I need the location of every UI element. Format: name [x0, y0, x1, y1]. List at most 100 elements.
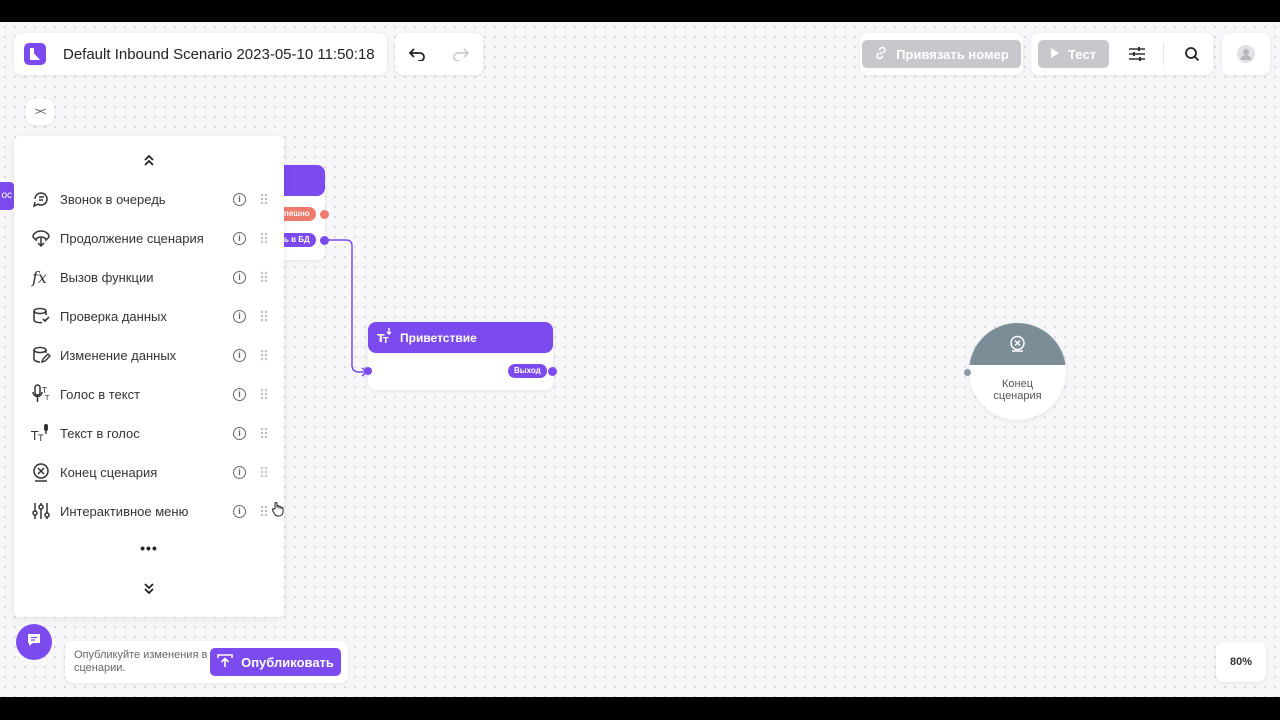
- partial-node-left[interactable]: ос: [0, 182, 14, 210]
- upload-icon: [217, 653, 233, 671]
- partial-node-label: ос: [1, 190, 12, 201]
- info-icon[interactable]: i: [233, 504, 246, 518]
- zoom-level[interactable]: 80%: [1216, 642, 1266, 682]
- test-label: Тест: [1068, 46, 1096, 62]
- drag-handle-icon[interactable]: [260, 349, 268, 361]
- toolbar-divider: [1162, 43, 1164, 65]
- more-items-button[interactable]: •••: [14, 540, 284, 556]
- end-node-label: Конец сценария: [969, 378, 1066, 402]
- end-node-input-port[interactable]: [964, 369, 971, 376]
- drag-handle-icon[interactable]: [260, 466, 268, 478]
- scenario-title-bar: Default Inbound Scenario 2023-05-10 11:5…: [14, 33, 387, 75]
- palette-item-label: Звонок в очередь: [60, 191, 166, 207]
- avatar: [1237, 45, 1255, 63]
- end-node-label-line2: сценария: [993, 390, 1042, 402]
- palette-item-scenario-continue[interactable]: Продолжение сценария i: [14, 222, 284, 254]
- fail-output-port[interactable]: [320, 210, 329, 219]
- drag-handle-icon[interactable]: [260, 232, 268, 244]
- test-button[interactable]: Тест: [1038, 40, 1109, 68]
- exit-output-port[interactable]: [548, 367, 557, 376]
- chat-icon: [26, 632, 42, 653]
- drag-handle-icon[interactable]: [260, 505, 268, 517]
- scenario-continue-icon: [30, 227, 52, 249]
- end-node-label-line1: Конец: [1001, 378, 1034, 390]
- publish-hint: Опубликуйте изменения в сценарии.: [74, 649, 208, 674]
- scenario-title[interactable]: Default Inbound Scenario 2023-05-10 11:5…: [63, 45, 375, 63]
- search-icon[interactable]: [1180, 42, 1204, 66]
- svg-text:T: T: [37, 434, 44, 443]
- svg-text:fx: fx: [31, 268, 47, 287]
- bind-number-label: Привязать номер: [896, 46, 1009, 62]
- palette-item-queue-call[interactable]: Звонок в очередь i: [14, 183, 284, 215]
- palette-item-interactive-menu[interactable]: Интерактивное меню i: [14, 495, 284, 527]
- play-icon: [1050, 47, 1060, 62]
- publish-button[interactable]: Опубликовать: [210, 648, 341, 676]
- end-node-header: [969, 323, 1066, 365]
- palette-item-label: Интерактивное меню: [60, 503, 189, 519]
- queue-call-icon: [30, 188, 52, 210]
- hand-cursor-icon: [271, 501, 285, 522]
- info-icon[interactable]: i: [233, 387, 246, 401]
- function-icon: fx: [30, 266, 52, 288]
- app-logo[interactable]: [24, 43, 46, 65]
- greeting-node-title: Приветствие: [400, 330, 477, 345]
- info-icon[interactable]: i: [233, 270, 246, 284]
- zoom-label: 80%: [1229, 656, 1253, 668]
- palette-item-label: Голос в текст: [60, 386, 141, 402]
- bind-number-card: Привязать номер: [860, 33, 1023, 75]
- drag-handle-icon[interactable]: [260, 310, 268, 322]
- palette-item-label: Конец сценария: [60, 464, 158, 480]
- svg-text:T: T: [383, 336, 389, 345]
- drag-handle-icon[interactable]: [260, 388, 268, 400]
- sidebar-collapse-button[interactable]: ><: [26, 99, 54, 125]
- bind-number-button[interactable]: Привязать номер: [862, 40, 1021, 68]
- save-output-pill: ь в БД: [278, 233, 316, 247]
- scroll-up-icon[interactable]: [14, 153, 284, 170]
- info-icon[interactable]: i: [233, 309, 246, 323]
- test-toolbar: Тест: [1031, 33, 1213, 75]
- palette-item-label: Текст в голос: [60, 425, 140, 441]
- drag-handle-icon[interactable]: [260, 271, 268, 283]
- end-scenario-node[interactable]: Конец сценария: [969, 323, 1066, 420]
- palette-item-label: Вызов функции: [60, 269, 154, 285]
- user-menu[interactable]: [1222, 33, 1270, 75]
- svg-text:T: T: [377, 332, 385, 345]
- info-icon[interactable]: i: [233, 465, 246, 479]
- save-output-port[interactable]: [320, 236, 329, 245]
- redo-icon[interactable]: [449, 42, 473, 66]
- scroll-down-icon[interactable]: [14, 582, 284, 599]
- data-check-icon: [30, 305, 52, 327]
- drag-handle-icon[interactable]: [260, 193, 268, 205]
- fail-output-pill: пешно: [278, 207, 316, 221]
- more-label: •••: [140, 540, 158, 556]
- chat-button[interactable]: [16, 624, 52, 660]
- settings-sliders-icon[interactable]: [1125, 42, 1149, 66]
- info-icon[interactable]: i: [233, 348, 246, 362]
- palette-item-label: Продолжение сценария: [60, 230, 204, 246]
- drag-handle-icon[interactable]: [260, 427, 268, 439]
- end-scenario-icon: [30, 461, 52, 483]
- link-icon: [874, 46, 888, 63]
- data-edit-icon: [30, 344, 52, 366]
- collapse-label: ><: [34, 106, 47, 118]
- info-icon[interactable]: i: [233, 231, 246, 245]
- undo-icon[interactable]: [405, 42, 429, 66]
- palette-item-function-call[interactable]: fx Вызов функции i: [14, 261, 284, 293]
- svg-text:T: T: [31, 429, 39, 443]
- palette-item-data-check[interactable]: Проверка данных i: [14, 300, 284, 332]
- palette-item-end-scenario[interactable]: Конец сценария i: [14, 456, 284, 488]
- greeting-input-port[interactable]: [364, 367, 372, 375]
- palette-item-label: Проверка данных: [60, 308, 167, 324]
- palette-item-data-edit[interactable]: Изменение данных i: [14, 339, 284, 371]
- interactive-menu-icon: [30, 500, 52, 522]
- info-icon[interactable]: i: [233, 426, 246, 440]
- info-icon[interactable]: i: [233, 192, 246, 206]
